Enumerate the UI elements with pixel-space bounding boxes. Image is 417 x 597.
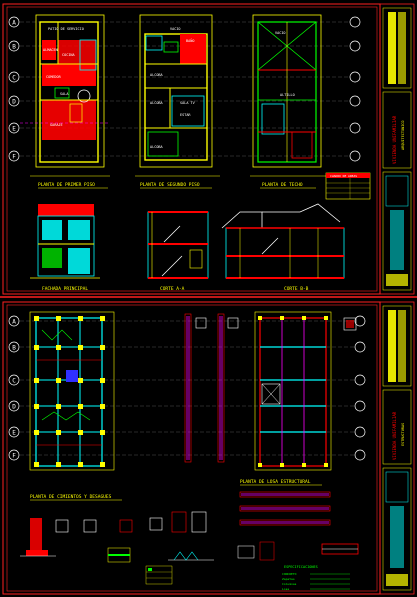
areas-table: CUADRO DE AREAS bbox=[325, 172, 371, 200]
section-b: CORTE B-B bbox=[221, 203, 345, 292]
areas-table-title: CUADRO DE AREAS bbox=[330, 174, 357, 178]
plan-first-floor: PATIO DE SERVICIO ALMACEN COCINA COMEDOR… bbox=[20, 14, 110, 189]
room-label: ALCOBA bbox=[150, 145, 164, 149]
sheet-1: A B C D E F bbox=[2, 3, 415, 295]
specs-title: ESPECIFICACIONES bbox=[284, 565, 318, 569]
plan-title: PLANTA DE LOSA ESTRUCTURAL bbox=[240, 479, 311, 485]
plan-structural-slab: PLANTA DE LOSA ESTRUCTURAL bbox=[240, 311, 357, 486]
plan-title: PLANTA DE SEGUNDO PISO bbox=[140, 182, 200, 188]
room-label: COCINA bbox=[62, 53, 76, 57]
title-block-2: VIVIENDA UNIFAMILIAR ESTRUCTURAS bbox=[379, 301, 415, 595]
title-block-name: VIVIENDA UNIFAMILIAR bbox=[392, 115, 397, 164]
axis-letter: C bbox=[12, 75, 16, 82]
beam-details bbox=[239, 491, 331, 526]
plan-title: PLANTA DE PRIMER PISO bbox=[38, 182, 95, 188]
footing-details bbox=[20, 511, 214, 585]
specifications: ESPECIFICACIONES CONCRETO Zapatas Column… bbox=[237, 541, 359, 591]
spec-note: Zapatas bbox=[282, 577, 295, 581]
axis-letter: B bbox=[12, 345, 16, 352]
elevation-title: FACHADA PRINCIPAL bbox=[42, 286, 88, 292]
room-label: ALTILLO bbox=[280, 93, 295, 97]
axis-letter: B bbox=[12, 44, 16, 51]
plan-second-floor: VACIO BAÑO ALCOBA ALCOBA SALA TV ESTAR A… bbox=[135, 14, 220, 189]
room-label: PATIO DE SERVICIO bbox=[48, 27, 84, 31]
room-label: COMEDOR bbox=[46, 75, 62, 79]
plan-title: PLANTA DE TECHO bbox=[262, 182, 303, 188]
plan-foundations: PLANTA DE CIMIENTOS Y DESAGUES bbox=[29, 311, 122, 501]
title-block-subtitle: ESTRUCTURAS bbox=[401, 423, 405, 446]
room-label: SALA bbox=[60, 92, 69, 96]
axis-letter: E bbox=[12, 126, 16, 133]
room-label: SALA TV bbox=[180, 101, 196, 105]
plan-title: PLANTA DE CIMIENTOS Y DESAGUES bbox=[30, 494, 112, 500]
section-title: CORTE A-A bbox=[160, 286, 185, 292]
room-label: ALCOBA bbox=[150, 73, 164, 77]
room-label: VACIO bbox=[275, 31, 286, 35]
section-a: CORTE A-A bbox=[147, 211, 209, 292]
axis-letter: F bbox=[12, 453, 16, 460]
spec-note: Losa bbox=[282, 587, 289, 591]
axis-letter: E bbox=[12, 430, 16, 437]
room-label: ALMACEN bbox=[43, 48, 58, 52]
axis-letter: A bbox=[12, 319, 16, 326]
elevation-front: FACHADA PRINCIPAL bbox=[30, 204, 100, 292]
section-title: CORTE B-B bbox=[284, 286, 309, 292]
room-label: VACIO bbox=[170, 27, 181, 31]
room-label: BAÑO bbox=[186, 38, 194, 43]
room-label: ESTAR bbox=[180, 113, 191, 117]
axis-letter: A bbox=[12, 20, 16, 27]
title-block-name: VIVIENDA UNIFAMILIAR bbox=[392, 411, 397, 460]
axis-letter: D bbox=[12, 99, 16, 106]
column-details bbox=[184, 313, 239, 463]
sheet-2: A B C D E F bbox=[2, 301, 415, 595]
axis-letter: C bbox=[12, 378, 16, 385]
axis-letter: F bbox=[12, 154, 16, 161]
room-label: GARAJE bbox=[50, 123, 63, 127]
axis-letter: D bbox=[12, 404, 16, 411]
spec-note: CONCRETO bbox=[282, 572, 297, 576]
room-label: ALCOBA bbox=[150, 101, 164, 105]
sheet-2-inner-frame bbox=[6, 304, 378, 592]
title-block-1: VIVIENDA UNIFAMILIAR ARQUITECTONICO bbox=[379, 3, 415, 295]
spec-note: Columnas bbox=[282, 582, 297, 586]
sheet-1-inner-frame bbox=[6, 6, 378, 292]
title-block-subtitle: ARQUITECTONICO bbox=[401, 120, 405, 150]
plan-roof: VACIO ALTILLO PLANTA DE TECHO bbox=[250, 14, 328, 189]
